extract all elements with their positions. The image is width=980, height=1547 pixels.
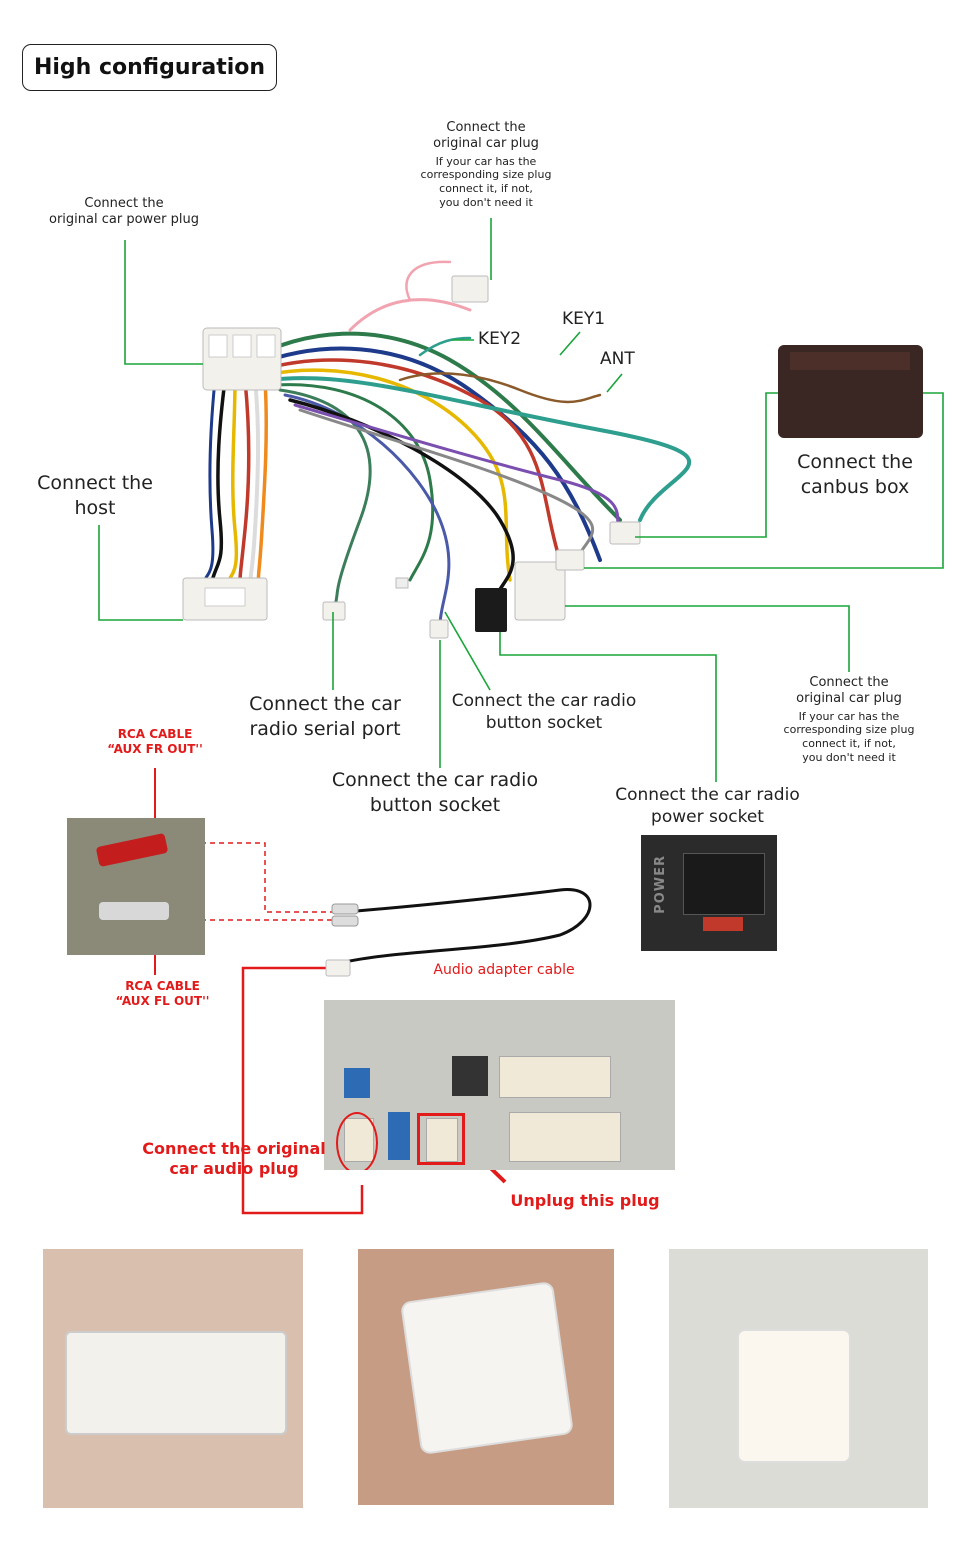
page-title: High configuration <box>22 44 277 91</box>
host-connector-photo <box>43 1249 303 1508</box>
label-line: radio serial port <box>249 717 401 740</box>
label-line: “AUX FL OUT'' <box>115 994 210 1008</box>
label-original-car-audio-plug: Connect the original car audio plug <box>140 1139 328 1179</box>
audio-plug-highlight-circle <box>336 1112 378 1170</box>
note-line: you don't need it <box>439 195 533 209</box>
note-line: corresponding size plug <box>420 168 552 182</box>
original-plug-photo <box>669 1249 928 1508</box>
fuse <box>703 917 743 931</box>
label-audio-adapter-cable: Audio adapter cable <box>433 962 575 978</box>
label-line: Connect the car radio <box>615 785 800 805</box>
unplug-highlight-box <box>417 1113 465 1165</box>
label-key2: KEY2 <box>478 329 522 349</box>
socket-pins <box>683 853 765 915</box>
label-line: Connect the car radio <box>331 769 539 791</box>
note-line: connect it, if not, <box>439 182 533 195</box>
label-line: host <box>74 496 116 519</box>
label-line: Connect the <box>446 120 526 135</box>
label-ant: ANT <box>600 349 635 369</box>
note-line: you don't need it <box>802 750 896 764</box>
rca-red-plug <box>95 832 169 868</box>
label-host: Connect the host <box>25 471 165 520</box>
label-line: Connect the car radio <box>451 691 637 711</box>
rca-cable-photo <box>67 818 205 955</box>
power-plug <box>400 1281 574 1455</box>
label-line: original car power plug <box>49 212 199 228</box>
label-radio-power-socket: Connect the car radio power socket <box>605 784 810 828</box>
label-original-car-plug-top: Connect the original car plug If your ca… <box>400 120 572 210</box>
label-note: If your car has the corresponding size p… <box>400 155 572 210</box>
label-line: Connect the car <box>249 693 401 715</box>
label-line: original car plug <box>796 691 902 707</box>
label-line: Connect the <box>37 472 153 494</box>
target-socket <box>426 1118 458 1162</box>
label-radio-button-socket-b: Connect the car radio button socket <box>325 768 545 817</box>
white-socket-top <box>499 1056 611 1098</box>
note-line: corresponding size plug <box>783 723 915 737</box>
label-canbus-box: Connect the canbus box <box>785 450 925 499</box>
label-line: Connect the <box>84 196 164 211</box>
label-unplug-this-plug: Unplug this plug <box>510 1191 660 1210</box>
label-line: canbus box <box>800 475 910 498</box>
label-radio-button-socket-a: Connect the car radio button socket <box>448 690 640 734</box>
note-line: connect it, if not, <box>802 737 896 750</box>
white-socket-bottom <box>509 1112 621 1162</box>
label-line: RCA CABLE <box>117 727 193 741</box>
label-rca-fr: RCA CABLE “AUX FR OUT'' <box>95 727 215 757</box>
label-line: button socket <box>369 793 501 816</box>
label-key1: KEY1 <box>562 309 606 329</box>
head-unit-back-photo <box>324 1000 675 1170</box>
power-plug-photo <box>358 1249 614 1505</box>
label-line: Connect the <box>797 451 913 473</box>
label-radio-serial-port: Connect the car radio serial port <box>230 692 420 741</box>
power-socket-photo: POWER <box>641 835 777 951</box>
blue-socket <box>344 1068 370 1098</box>
label-line: power socket <box>651 807 764 828</box>
label-line: Connect the <box>809 675 889 690</box>
host-connector <box>65 1331 287 1435</box>
blue-socket-small <box>388 1112 410 1160</box>
label-line: car audio plug <box>169 1159 299 1178</box>
label-line: original car plug <box>433 136 539 152</box>
label-line: button socket <box>485 713 603 734</box>
label-line: “AUX FR OUT'' <box>107 742 203 756</box>
note-line: If your car has the <box>798 709 900 723</box>
label-line: Connect the original <box>142 1139 326 1158</box>
label-note: If your car has the corresponding size p… <box>770 710 928 765</box>
label-line: RCA CABLE <box>125 979 200 993</box>
label-rca-fl: RCA CABLE “AUX FL OUT'' <box>95 979 230 1009</box>
power-socket-text: POWER <box>653 855 668 914</box>
black-socket <box>452 1056 488 1096</box>
original-plug <box>737 1329 851 1463</box>
note-line: If your car has the <box>435 154 537 168</box>
label-original-car-plug-right: Connect the original car plug If your ca… <box>770 675 928 765</box>
label-original-car-power-plug: Connect the original car power plug <box>30 196 218 229</box>
rca-white-plug <box>99 902 169 920</box>
